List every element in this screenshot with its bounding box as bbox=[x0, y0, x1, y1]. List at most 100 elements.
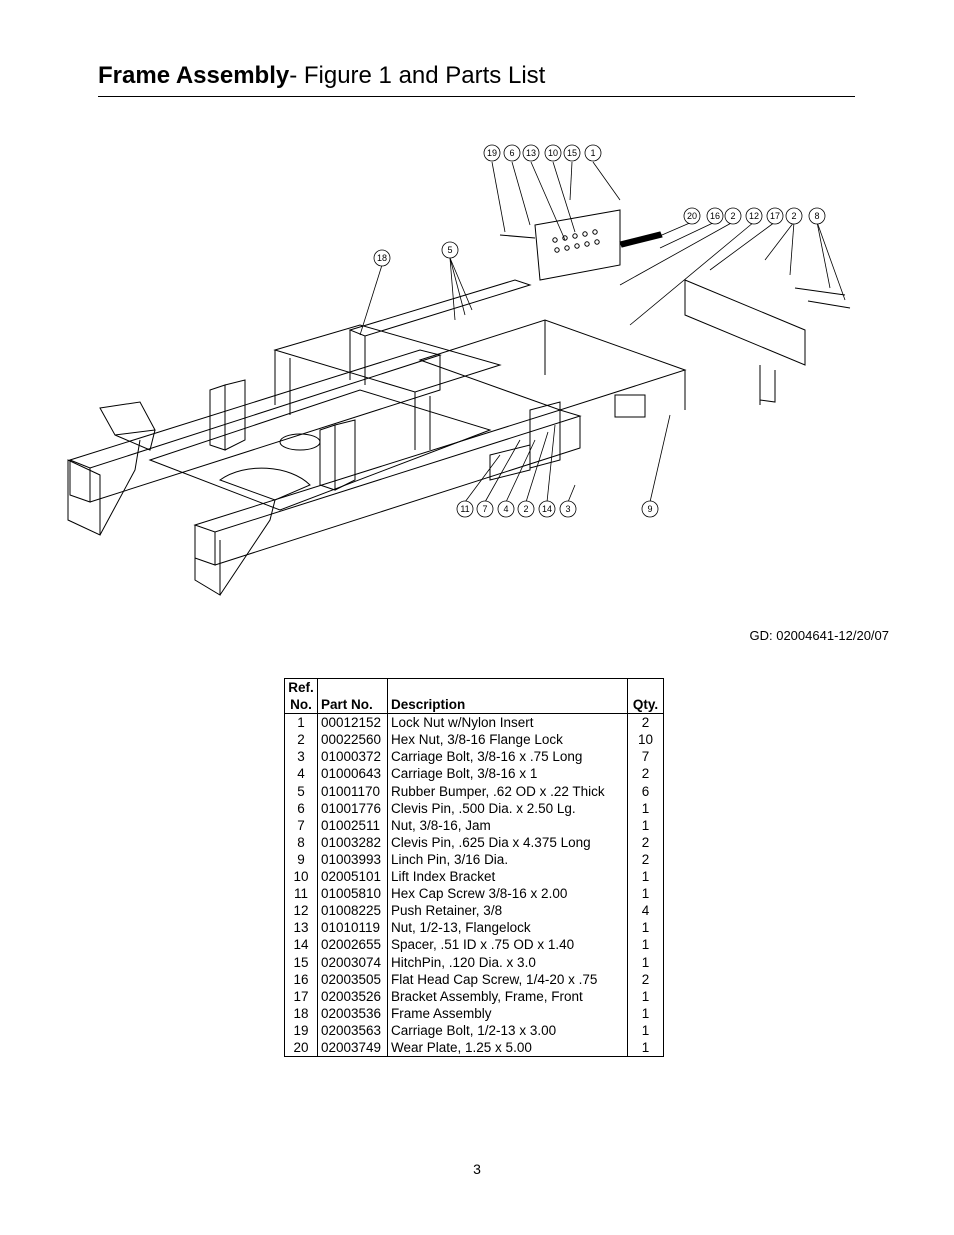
callout-label: 9 bbox=[647, 504, 652, 514]
cell-description: Nut, 3/8-16, Jam bbox=[387, 816, 628, 834]
drawing-id: GD: 02004641-12/20/07 bbox=[749, 628, 890, 643]
left-side-rail bbox=[68, 349, 442, 469]
cell-ref-no: 16 bbox=[284, 970, 318, 988]
cell-description: Wear Plate, 1.25 x 5.00 bbox=[387, 1038, 628, 1058]
carriage-bolt-19 bbox=[499, 234, 536, 239]
table-header-row: Ref.No. Part No. Description Qty. bbox=[284, 677, 664, 715]
cell-part-no: 01002511 bbox=[317, 816, 388, 834]
cell-ref-no: 11 bbox=[284, 885, 318, 903]
callout-label: 1 bbox=[590, 148, 595, 158]
callout-label: 12 bbox=[749, 211, 759, 221]
cell-ref-no: 2 bbox=[284, 731, 318, 749]
callout-label: 3 bbox=[565, 504, 570, 514]
callout-label: 4 bbox=[503, 504, 508, 514]
callout-label: 10 bbox=[548, 148, 558, 158]
cell-qty: 1 bbox=[627, 919, 664, 937]
cell-part-no: 01001776 bbox=[317, 799, 388, 817]
cell-description: Spacer, .51 ID x .75 OD x 1.40 bbox=[387, 936, 628, 954]
cell-part-no: 01000372 bbox=[317, 748, 388, 766]
clevis-pin-8a bbox=[794, 287, 846, 296]
callout-label: 18 bbox=[377, 253, 387, 263]
callout-label: 8 bbox=[814, 211, 819, 221]
right-front-block bbox=[194, 525, 221, 596]
clevis-pin-8b bbox=[807, 300, 851, 309]
cell-description: Clevis Pin, .625 Dia x 4.375 Long bbox=[387, 833, 628, 851]
cell-description: Clevis Pin, .500 Dia. x 2.50 Lg. bbox=[387, 799, 628, 817]
cell-description: Linch Pin, 3/16 Dia. bbox=[387, 850, 628, 869]
left-upright-bracket bbox=[209, 384, 226, 451]
cell-qty: 10 bbox=[627, 731, 664, 749]
callout-label: 20 bbox=[687, 211, 697, 221]
front-hex-block bbox=[614, 394, 646, 418]
cell-description: Push Retainer, 3/8 bbox=[387, 902, 628, 920]
cell-ref-no: 17 bbox=[284, 987, 318, 1005]
cell-description: Hex Nut, 3/8-16 Flange Lock bbox=[387, 731, 628, 749]
cell-part-no: 01008225 bbox=[317, 902, 388, 920]
callout-label: 7 bbox=[482, 504, 487, 514]
page-title-bold: Frame Assembly bbox=[98, 62, 290, 89]
cell-qty: 1 bbox=[627, 816, 664, 834]
cell-ref-no: 8 bbox=[284, 833, 318, 851]
left-front-block bbox=[67, 459, 101, 536]
cell-description: Frame Assembly bbox=[387, 1004, 628, 1022]
cell-part-no: 02003505 bbox=[317, 970, 388, 988]
header-ref-line1: Ref. bbox=[288, 680, 314, 695]
page-title-rest: - Figure 1 and Parts List bbox=[289, 62, 546, 89]
lift-index-plate bbox=[534, 209, 621, 281]
deck-hole bbox=[279, 433, 321, 451]
cell-part-no: 02003526 bbox=[317, 987, 388, 1005]
cell-ref-no: 1 bbox=[284, 713, 318, 732]
wear-plate bbox=[619, 231, 663, 248]
cell-ref-no: 15 bbox=[284, 953, 318, 971]
cell-qty: 1 bbox=[627, 868, 664, 886]
callout-label: 5 bbox=[447, 245, 452, 255]
page-title: Frame Assembly- Figure 1 and Parts List bbox=[98, 62, 545, 90]
cell-description: Hex Cap Screw 3/8-16 x 2.00 bbox=[387, 885, 628, 903]
cell-part-no: 02005101 bbox=[317, 868, 388, 886]
cell-ref-no: 4 bbox=[284, 765, 318, 783]
callout-label: 14 bbox=[542, 504, 552, 514]
cell-ref-no: 3 bbox=[284, 748, 318, 766]
lower-hex-block bbox=[489, 444, 531, 481]
cell-ref-no: 19 bbox=[284, 1021, 318, 1039]
cell-part-no: 02002655 bbox=[317, 936, 388, 954]
cell-qty: 1 bbox=[627, 1021, 664, 1039]
header-ref-no: Ref. No. bbox=[284, 677, 318, 715]
cell-ref-no: 20 bbox=[284, 1038, 318, 1058]
cell-qty: 1 bbox=[627, 987, 664, 1005]
cell-description: Lock Nut w/Nylon Insert bbox=[387, 713, 628, 732]
cell-qty: 1 bbox=[627, 1004, 664, 1022]
cell-ref-no: 5 bbox=[284, 782, 318, 800]
cell-qty: 1 bbox=[627, 1038, 664, 1058]
cell-ref-no: 14 bbox=[284, 936, 318, 954]
callout-label: 6 bbox=[509, 148, 514, 158]
cell-ref-no: 12 bbox=[284, 902, 318, 920]
cell-ref-no: 10 bbox=[284, 868, 318, 886]
callout-label: 2 bbox=[791, 211, 796, 221]
cell-part-no: 01000643 bbox=[317, 765, 388, 783]
header-ref-line2: No. bbox=[290, 697, 312, 713]
callout-label: 11 bbox=[460, 504, 469, 514]
callout-label: 15 bbox=[567, 148, 577, 158]
cell-ref-no: 7 bbox=[284, 816, 318, 834]
cell-description: Lift Index Bracket bbox=[387, 868, 628, 886]
cell-part-no: 02003563 bbox=[317, 1021, 388, 1039]
frame-assembly-diagram: 19 6 13 10 15 1 20 16 2 12 17 2 8 18 5 1… bbox=[67, 144, 851, 596]
cell-qty: 1 bbox=[627, 953, 664, 971]
cell-part-no: 01010119 bbox=[317, 919, 388, 937]
center-upright-bracket bbox=[319, 424, 336, 491]
cell-description: Carriage Bolt, 3/8-16 x 1 bbox=[387, 765, 628, 783]
cell-part-no: 00012152 bbox=[317, 713, 388, 732]
callout-label: 16 bbox=[710, 211, 720, 221]
